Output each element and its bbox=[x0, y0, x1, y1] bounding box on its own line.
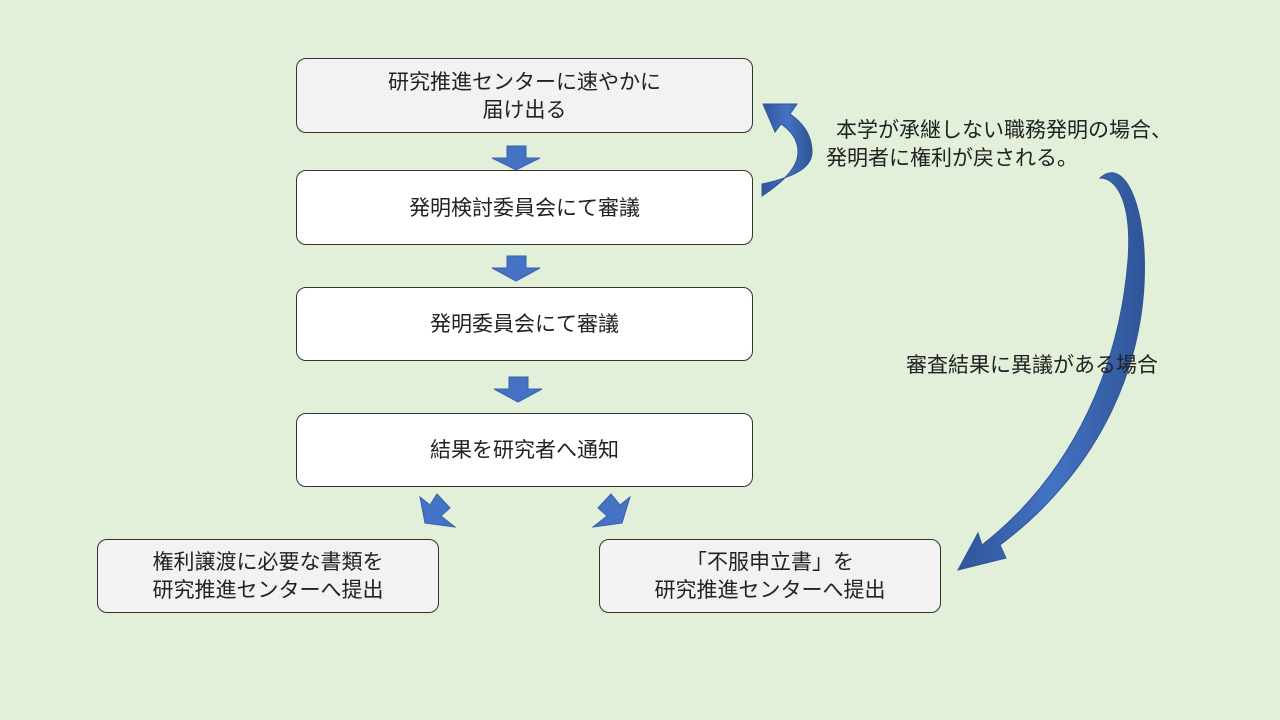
step-notify-label: 結果を研究者へ通知 bbox=[430, 438, 619, 462]
outcome-objection-line1: 「不服申立書」を bbox=[686, 550, 854, 574]
step-notify-box: 結果を研究者へ通知 bbox=[296, 413, 753, 487]
return-rights-note-line1: 本学が承継しない職務発明の場合、 bbox=[836, 118, 1172, 142]
step-invention-committee-label: 発明委員会にて審議 bbox=[430, 312, 619, 336]
outcome-transfer-line2: 研究推進センターへ提出 bbox=[152, 578, 384, 602]
step-report-line1: 研究推進センターに速やかに bbox=[388, 69, 661, 94]
down-arrow-icon bbox=[491, 255, 541, 282]
objection-note: 審査結果に異議がある場合 bbox=[906, 353, 1158, 377]
return-rights-note-line2: 発明者に権利が戻される。 bbox=[826, 146, 1078, 170]
down-arrow-icon bbox=[493, 376, 543, 403]
return-arrow-icon bbox=[761, 103, 813, 197]
outcome-transfer-line1: 権利譲渡に必要な書類を bbox=[152, 550, 384, 574]
step-review-committee-label: 発明検討委員会にて審議 bbox=[409, 195, 640, 220]
step-invention-committee-box: 発明委員会にて審議 bbox=[296, 287, 753, 361]
objection-arrow-icon bbox=[957, 172, 1145, 571]
down-arrow-icon bbox=[491, 145, 541, 171]
outcome-objection-box: 「不服申立書」を 研究推進センターへ提出 bbox=[599, 539, 941, 613]
step-report-line2: 届け出る bbox=[482, 97, 567, 122]
step-review-committee-box: 発明検討委員会にて審議 bbox=[296, 170, 753, 245]
diagonal-arrow-icon bbox=[591, 493, 631, 528]
step-report-box: 研究推進センターに速やかに 届け出る bbox=[296, 58, 753, 133]
diagonal-arrow-icon bbox=[419, 493, 457, 528]
outcome-objection-line2: 研究推進センターへ提出 bbox=[654, 578, 886, 602]
outcome-transfer-box: 権利譲渡に必要な書類を 研究推進センターへ提出 bbox=[97, 539, 439, 613]
